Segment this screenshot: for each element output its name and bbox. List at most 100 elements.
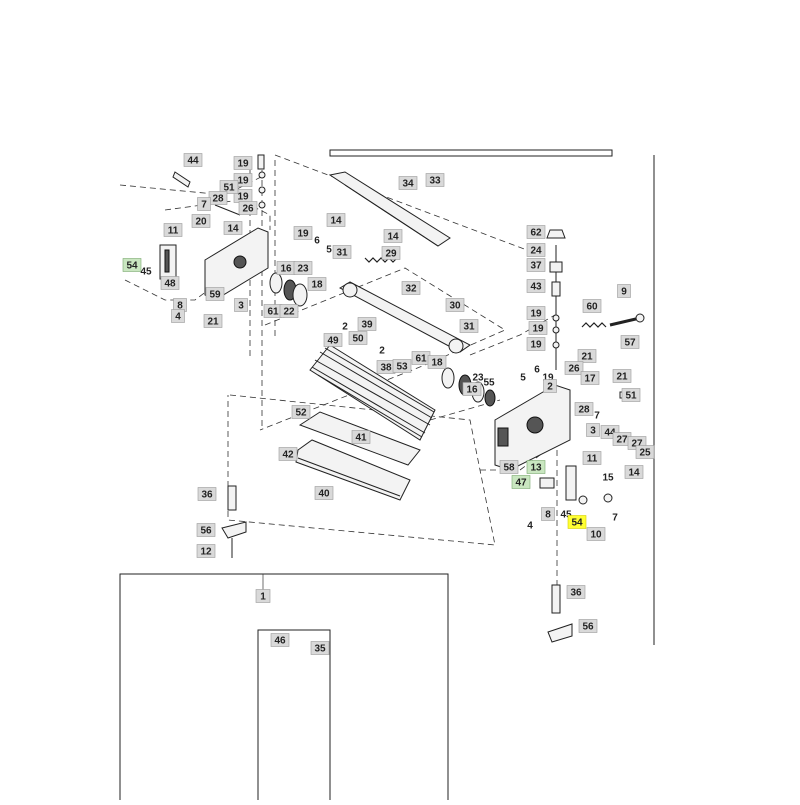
part-label-l7b: 7 — [594, 411, 600, 422]
part-label-l18a: 18 — [307, 277, 327, 291]
part-label-box — [526, 337, 546, 351]
part-label-box — [401, 281, 421, 295]
left-shaft-top — [257, 154, 265, 170]
part-number: 49 — [327, 336, 339, 347]
part-label-l18b: 18 — [427, 355, 447, 369]
part-label-l29: 29 — [381, 246, 401, 260]
part-number: 18 — [431, 358, 443, 369]
part-number: 23 — [297, 264, 309, 275]
part-label-box — [160, 276, 180, 290]
part-label-l14c: 14 — [383, 229, 403, 243]
part-number: 27 — [631, 439, 643, 450]
adjuster-washer-19c — [552, 341, 560, 349]
part-label-l4b: 4 — [527, 521, 533, 532]
part-number: 20 — [195, 217, 207, 228]
bedbar-edge — [297, 457, 401, 497]
part-label-l41: 41 — [351, 430, 371, 444]
part-label-box — [586, 527, 606, 541]
part-number: 18 — [311, 280, 323, 291]
part-label-box — [541, 507, 555, 521]
left-washer-b — [258, 186, 266, 194]
part-label-box — [526, 460, 546, 474]
part-label-l19c: 19 — [233, 189, 253, 203]
part-label-box — [196, 523, 216, 537]
part-number: 13 — [530, 463, 542, 474]
part-number: 56 — [582, 622, 594, 633]
part-label-l9: 9 — [617, 284, 631, 298]
part-label-l22: 22 — [279, 304, 299, 318]
part-label-l24: 24 — [526, 243, 546, 257]
part-label-l25: 25 — [635, 445, 655, 459]
part-label-box — [574, 402, 594, 416]
part-number: 38 — [380, 363, 392, 374]
part-label-box — [462, 382, 482, 396]
part-number: 19 — [532, 324, 544, 335]
part-label-box — [197, 487, 217, 501]
part-label-l26b: 26 — [564, 361, 584, 375]
part-label-box — [203, 314, 223, 328]
part-label-l7c: 7 — [612, 513, 618, 524]
part-number: 8 — [177, 301, 183, 312]
bearing-ring-18a — [292, 283, 308, 307]
part-label-l21c: 21 — [612, 369, 632, 383]
adjuster-cap-62 — [546, 229, 566, 239]
part-number: 61 — [415, 354, 427, 365]
part-label-l2c: 2 — [543, 379, 557, 393]
part-label-l5b: 5 — [520, 373, 526, 384]
part-number: 31 — [336, 248, 348, 259]
part-label-l57: 57 — [620, 335, 640, 349]
part-label-box — [580, 371, 600, 385]
part-number: 4 — [175, 312, 181, 323]
adjuster-washer-19b — [552, 326, 560, 334]
part-label-l11a: 11 — [163, 223, 183, 237]
part-label-box — [526, 279, 546, 293]
part-label-box — [566, 585, 586, 599]
part-number: 19 — [542, 373, 554, 384]
part-label-l14b: 14 — [326, 213, 346, 227]
part-label-box — [278, 447, 298, 461]
part-number: 46 — [274, 636, 286, 647]
part-label-box — [577, 349, 597, 363]
part-number: 21 — [581, 352, 593, 363]
adjuster-washer-19a — [552, 314, 560, 322]
part-label-box — [526, 243, 546, 257]
part-number: 36 — [570, 588, 582, 599]
part-number: 1 — [260, 592, 266, 603]
part-label-box — [291, 405, 311, 419]
part-label-l53: 53 — [392, 359, 412, 373]
spring-29 — [364, 257, 398, 263]
part-number: 21 — [207, 317, 219, 328]
part-number: 35 — [314, 644, 326, 655]
part-number: 16 — [280, 264, 292, 275]
bottom-box-1 — [119, 573, 449, 800]
top-roller-edge — [344, 184, 439, 247]
part-number: 26 — [568, 364, 580, 375]
part-label-l30: 30 — [445, 298, 465, 312]
part-number: 41 — [355, 433, 367, 444]
part-number: 24 — [530, 246, 542, 257]
part-number: 44 — [187, 156, 199, 167]
part-label-l16b: 16 — [462, 382, 482, 396]
roller-stud-36a — [227, 485, 237, 511]
part-number: 52 — [295, 408, 307, 419]
roller-bracket-56b — [547, 623, 573, 643]
part-label-l3a: 3 — [234, 298, 248, 312]
part-label-l2a: 2 — [342, 322, 348, 333]
part-label-l19g: 19 — [526, 337, 546, 351]
part-label-l52: 52 — [291, 405, 311, 419]
part-label-box — [567, 515, 587, 529]
part-label-box — [564, 361, 584, 375]
part-label-box — [219, 180, 239, 194]
part-label-l45a: 45 — [140, 267, 152, 278]
part-label-box — [234, 298, 248, 312]
part-number: 7 — [201, 200, 207, 211]
part-label-l1: 1 — [255, 589, 271, 603]
part-label-l55: 55 — [483, 378, 495, 389]
part-label-l60: 60 — [582, 299, 602, 313]
left-washer-a — [258, 171, 266, 179]
adjuster-nut-37 — [549, 261, 563, 273]
part-label-l54a: 54 — [122, 258, 142, 272]
part-label-l16a: 16 — [276, 261, 296, 275]
left-top-link — [172, 171, 191, 188]
part-label-l19b: 19 — [233, 173, 253, 187]
